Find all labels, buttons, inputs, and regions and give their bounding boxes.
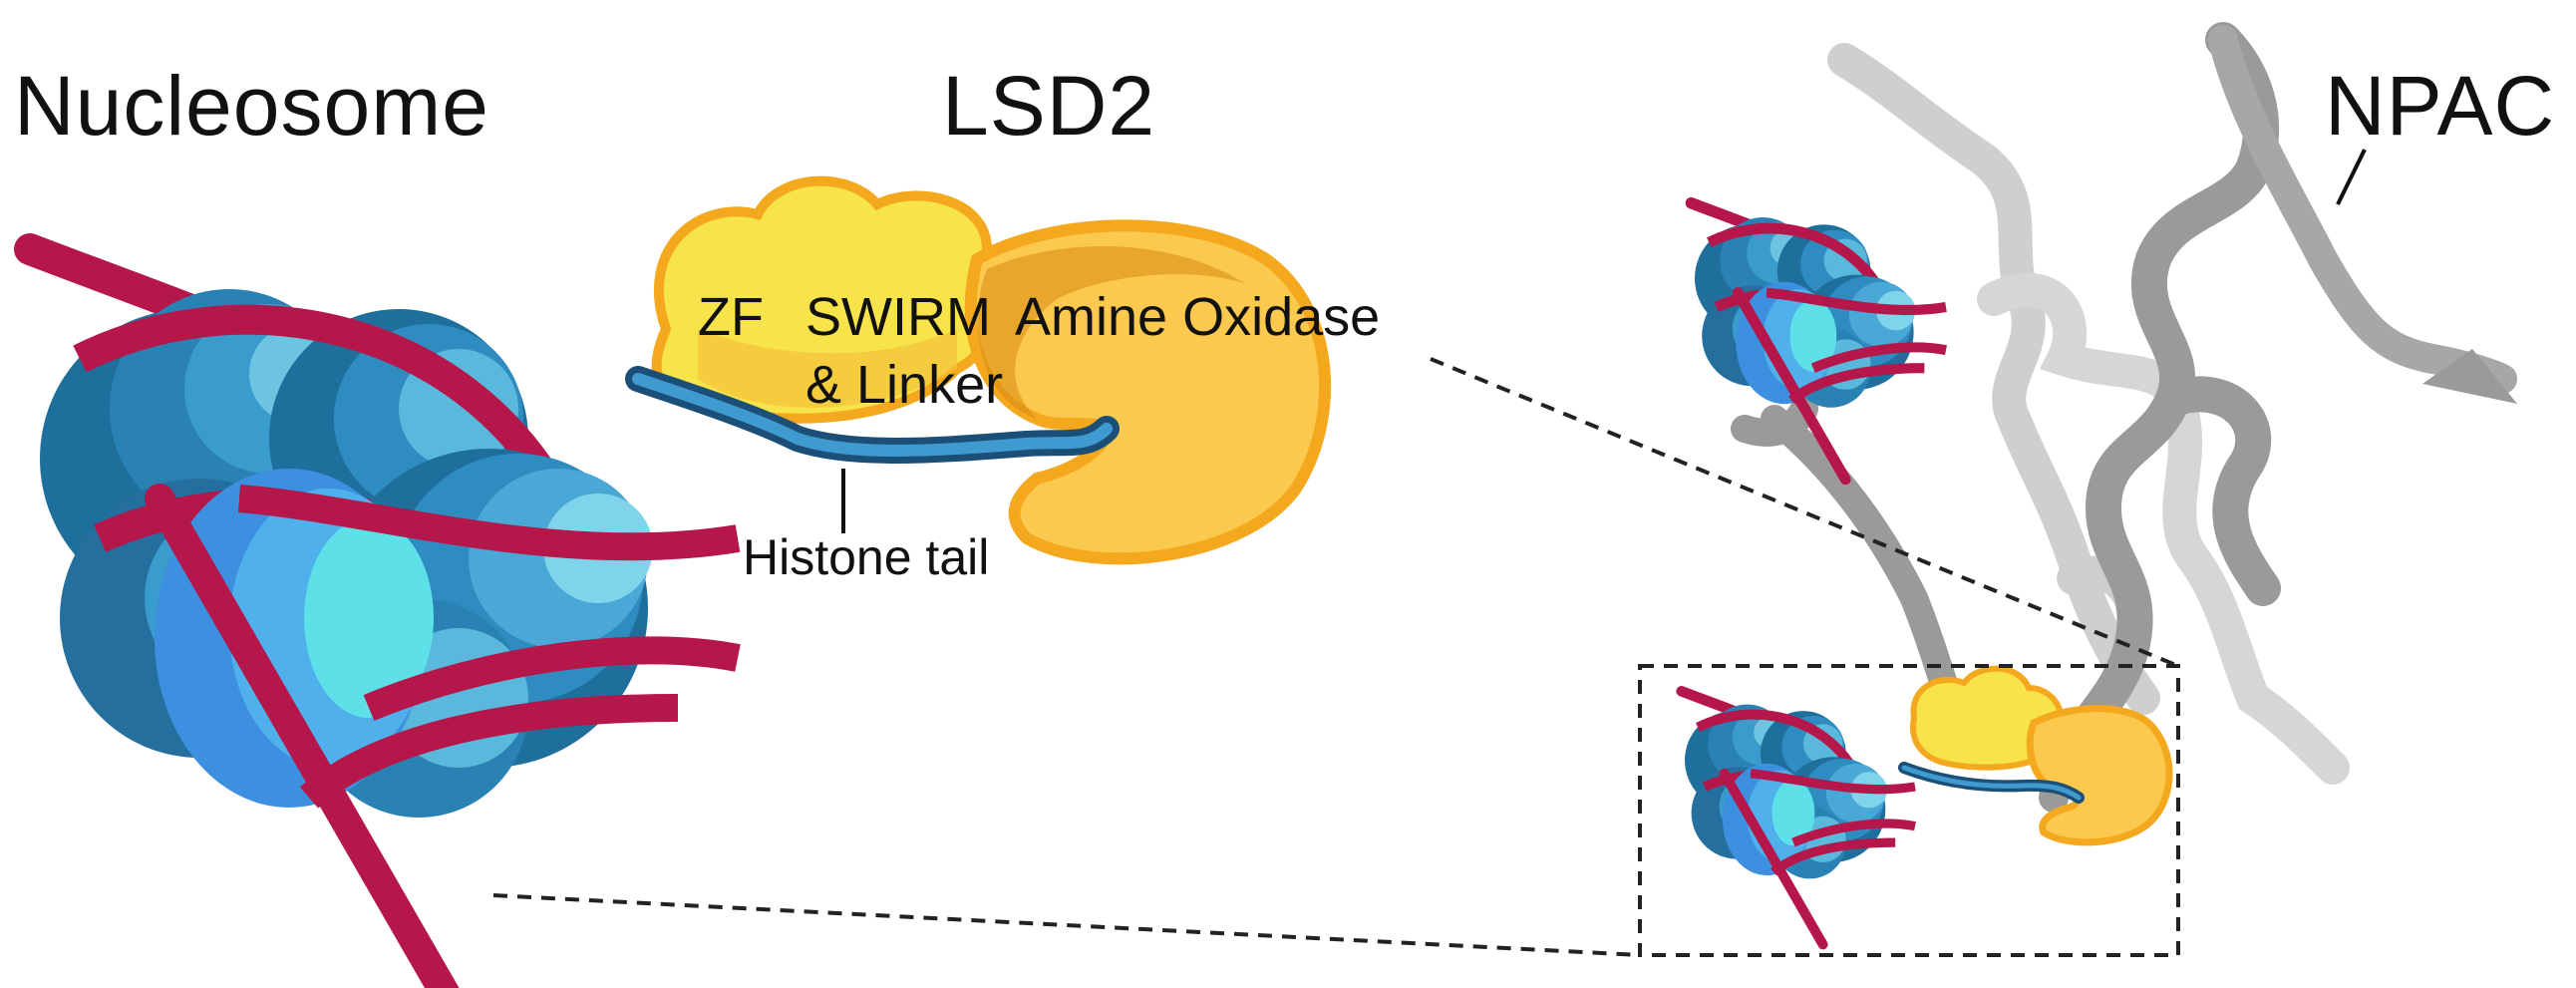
linker-label: & Linker (805, 355, 1004, 415)
nucleosome-small-top (1691, 203, 1946, 480)
swirm-label: SWIRM (805, 287, 991, 347)
complex-small-boxed (1682, 665, 2173, 945)
histone-tail-label: Histone tail (743, 529, 990, 585)
zf-label: ZF (698, 287, 764, 347)
amine-oxidase-label: Amine Oxidase (1015, 287, 1381, 347)
lsd2-large (625, 175, 1332, 565)
npac-pointer (2336, 149, 2367, 205)
npac-ribbons (1731, 22, 2517, 813)
zoom-box (1638, 664, 2180, 957)
zoom-guide-bottom (492, 893, 1641, 957)
npac-label: NPAC (2325, 59, 2556, 153)
zoom-guide-top (1430, 357, 2179, 668)
nucleosome-large (30, 249, 738, 988)
lsd2-label: LSD2 (942, 59, 1156, 153)
nucleosome-label: Nucleosome (14, 59, 489, 153)
zoom-indicator (492, 357, 2180, 957)
